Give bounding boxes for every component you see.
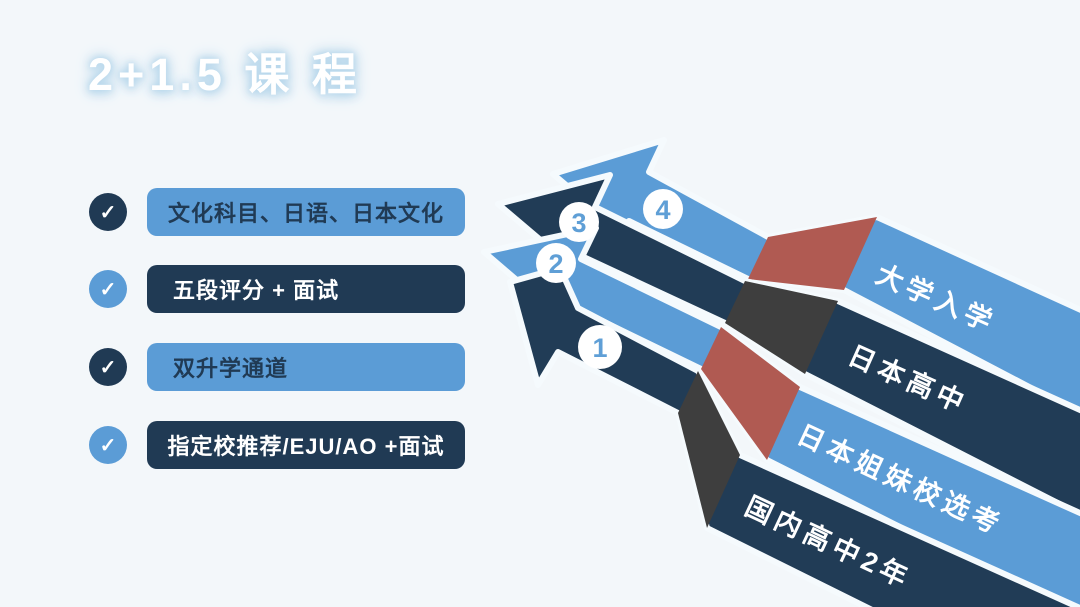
page-title: 2+1.5 课 程 xyxy=(88,49,362,100)
list-item: ✓ 五段评分 + 面试 xyxy=(89,265,465,313)
step-circle xyxy=(643,189,683,229)
checkmark-icon: ✓ xyxy=(89,270,127,308)
step-number: 3 xyxy=(571,208,586,238)
step-badge-3: 3 xyxy=(559,202,599,242)
step-number: 1 xyxy=(592,333,607,363)
ribbon-step-1 xyxy=(507,265,1080,607)
list-item-label: 五段评分 + 面试 xyxy=(147,265,465,313)
ribbon-1-fold xyxy=(678,371,740,528)
list-item-label: 双升学通道 xyxy=(147,343,465,391)
step-badge-2: 2 xyxy=(536,243,576,283)
list-item: ✓ 双升学通道 xyxy=(89,343,465,391)
ribbon-4-fold xyxy=(748,217,877,290)
checkmark-icon: ✓ xyxy=(89,348,127,386)
step-number: 2 xyxy=(548,249,563,279)
ribbon-1-shape xyxy=(507,265,1080,607)
checkmark-icon: ✓ xyxy=(89,426,127,464)
checkmark-icon: ✓ xyxy=(89,193,127,231)
list-item: ✓ 文化科目、日语、日本文化 xyxy=(89,188,465,236)
list-item: ✓ 指定校推荐/EJU/AO +面试 xyxy=(89,421,465,469)
ribbon-2-fold xyxy=(701,327,800,460)
step-circle xyxy=(559,202,599,242)
step-badge-4: 4 xyxy=(643,189,683,229)
list-item-label: 指定校推荐/EJU/AO +面试 xyxy=(147,421,465,469)
step-circle xyxy=(536,243,576,283)
step-circle xyxy=(578,325,622,369)
step-badge-1: 1 xyxy=(578,325,622,369)
list-item-label: 文化科目、日语、日本文化 xyxy=(147,188,465,236)
step-number: 4 xyxy=(655,195,670,225)
ribbon-3-fold xyxy=(725,281,838,374)
